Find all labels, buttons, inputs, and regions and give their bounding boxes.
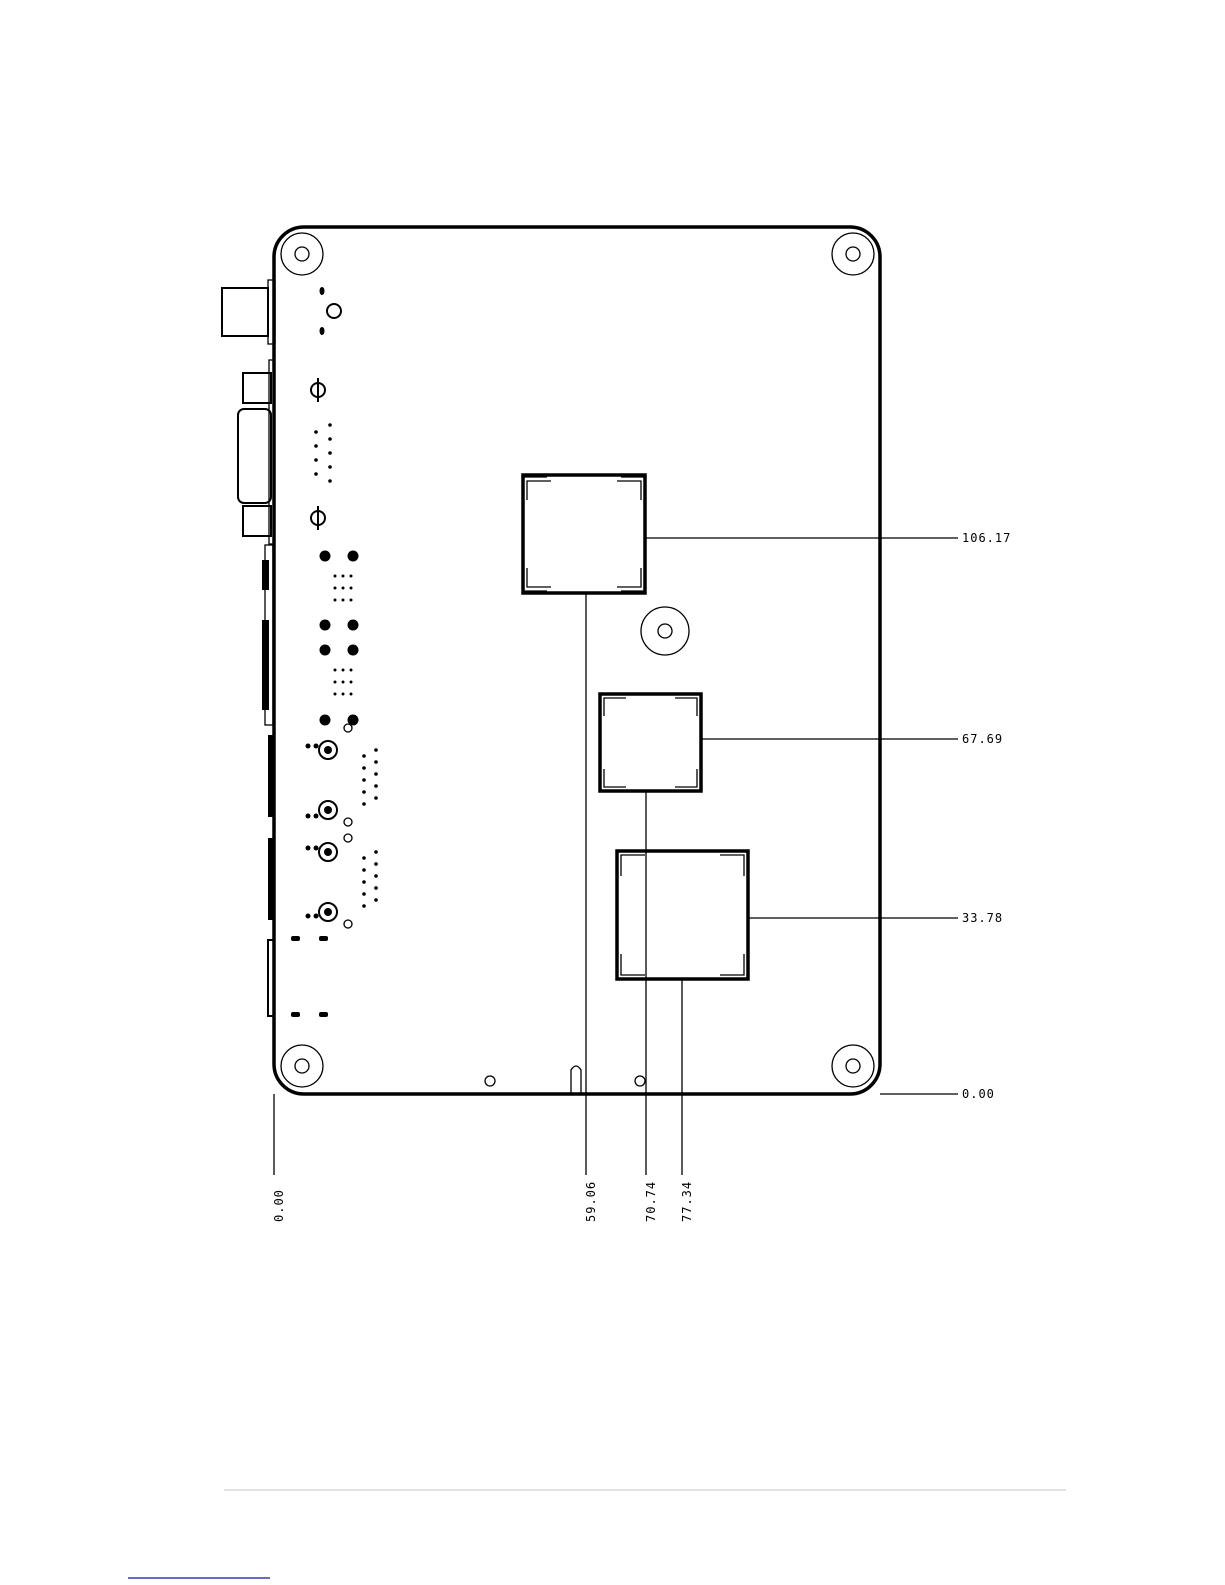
- ethernet-connector-2: [268, 834, 378, 928]
- dc-jack-connector: [222, 280, 341, 344]
- chip-large-bottom: [617, 851, 748, 979]
- ethernet-connector-1: [268, 724, 378, 826]
- mounting-hole-top-right: [832, 233, 874, 275]
- audio-connector: [268, 936, 328, 1017]
- mounting-hole-bottom-right: [832, 1045, 874, 1087]
- dim-label-59-06: 59.06: [584, 1181, 598, 1222]
- small-hole-left: [485, 1076, 495, 1086]
- dim-label-x-origin: 0.00: [272, 1189, 286, 1222]
- dim-label-y-origin: 0.00: [962, 1087, 995, 1101]
- chip-large-top: [523, 475, 645, 593]
- board-outline: [274, 227, 880, 1094]
- serial-port-connector: [238, 360, 332, 544]
- board-notch: [571, 1066, 581, 1094]
- mounting-hole-center: [641, 607, 689, 655]
- dim-label-70-74: 70.74: [644, 1181, 658, 1222]
- dim-label-67-69: 67.69: [962, 732, 1003, 746]
- dim-label-77-34: 77.34: [680, 1181, 694, 1222]
- chip-small-middle: [600, 694, 701, 791]
- dual-usb-connector: [262, 545, 359, 726]
- small-hole-right: [635, 1076, 645, 1086]
- dim-label-106-17: 106.17: [962, 531, 1011, 545]
- dim-label-33-78: 33.78: [962, 911, 1003, 925]
- mounting-hole-top-left: [281, 233, 323, 275]
- mounting-hole-bottom-left: [281, 1045, 323, 1087]
